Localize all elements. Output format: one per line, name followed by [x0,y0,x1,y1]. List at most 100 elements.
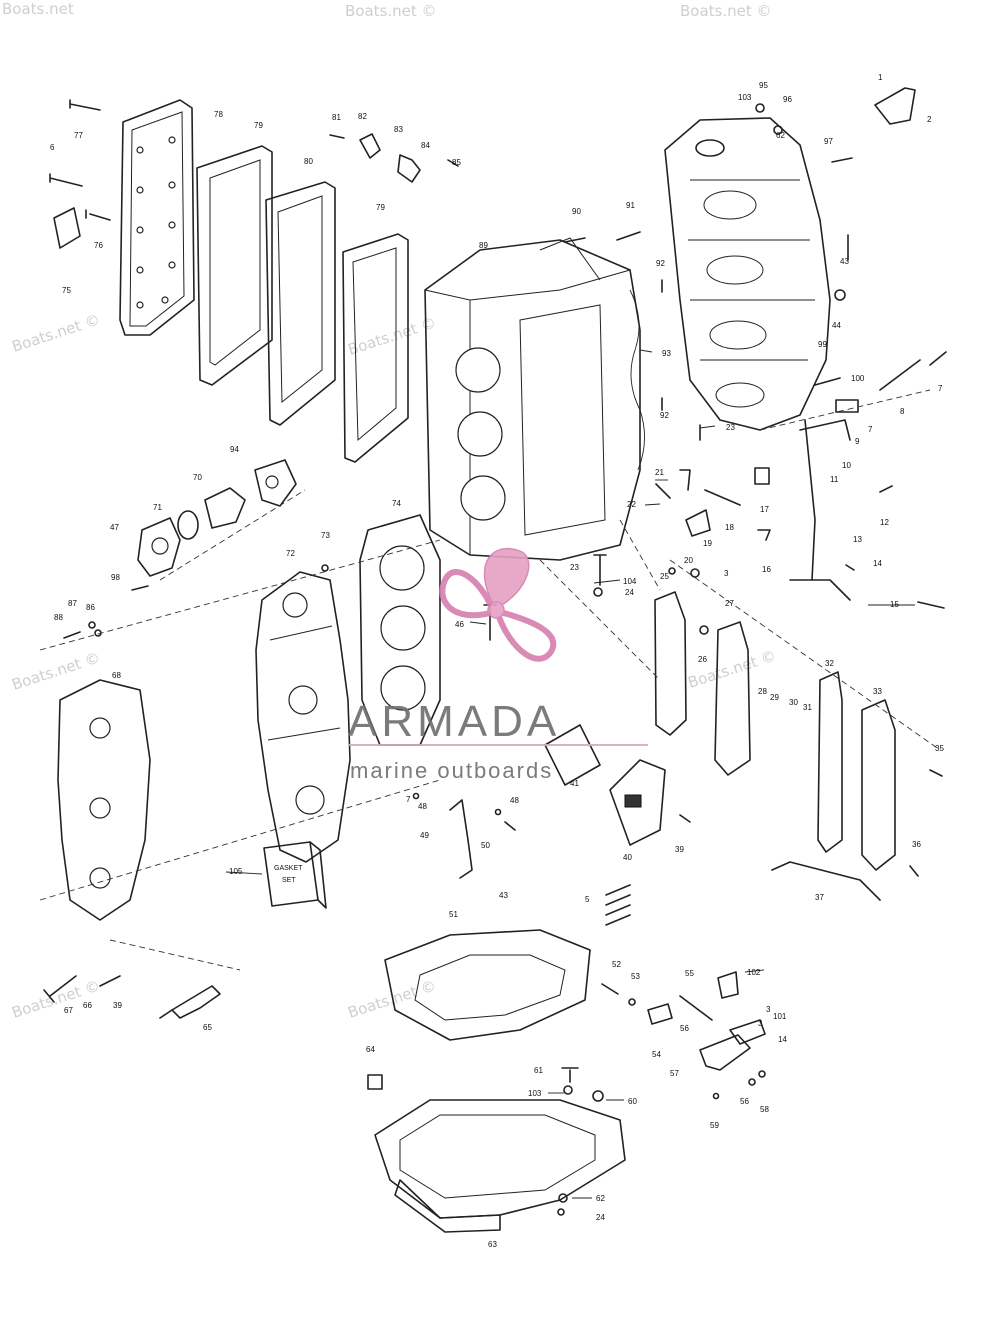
callout-number: 13 [853,535,862,544]
watermark-layer: Boats.net Boats.net © Boats.net © Boats.… [2,0,778,1022]
callout-number: 57 [670,1069,679,1078]
callout-number: 35 [935,744,944,753]
callout-number: 39 [113,1001,122,1010]
callout-number: 53 [631,972,640,981]
callout-number: 56 [740,1097,749,1106]
callout-number: 71 [153,503,162,512]
block-cable [629,289,645,471]
callout-number: 77 [74,131,83,140]
watermark: Boats.net © [680,2,772,20]
callout-number: 81 [332,113,341,122]
callout-number: 46 [455,620,464,629]
logo-underline [348,744,648,746]
callout-number: 5 [585,895,590,904]
callout-number: 26 [698,655,707,664]
callout-number: 52 [612,960,621,969]
thermostat-assembly [131,459,297,591]
callout-number: 82 [358,112,367,121]
callout-number: 61 [534,1066,543,1075]
cover-40 [609,759,666,846]
callout-number: 18 [725,523,734,532]
callout-number: 14 [778,1035,787,1044]
callout-number: 84 [421,141,430,150]
exhaust-baffle-plate [265,181,336,426]
gasket-set-box: GASKET SET [263,841,327,909]
gasket-41 [544,724,601,786]
callout-number: 79 [254,121,263,130]
callout-number: 89 [479,241,488,250]
callout-number: 86 [86,603,95,612]
callout-number: 58 [760,1105,769,1114]
callout-number: 92 [656,259,665,268]
crankcase [664,117,831,431]
gasket-box-label: GASKET [274,865,303,872]
callout-number: 102 [747,968,761,977]
exhaust-gasket-outer [196,145,273,386]
callout-number: 19 [703,539,712,548]
callout-number: 76 [94,241,103,250]
callout-number: 10 [842,461,851,470]
bolts-top-left [49,99,345,221]
watermark: Boats.net © [686,646,779,691]
callout-number: 50 [481,841,490,850]
assembly-lines [39,389,941,971]
exhaust-cover-plate [119,99,195,336]
callout-number: 48 [418,802,427,811]
callout-number: 11 [830,475,839,484]
reed-strip-27 [714,621,751,776]
callout-number: 51 [449,910,458,919]
callout-number: 40 [623,853,632,862]
callout-number: 99 [818,340,827,349]
callout-number: 30 [789,698,798,707]
callout-number: 44 [832,321,841,330]
logo-name: ARMADA [348,697,560,746]
callout-number: 79 [376,203,385,212]
watermark: Boats.net [2,0,74,18]
bolts-bottom-left [43,975,121,1003]
callout-number: 66 [83,1001,92,1010]
callout-number: 56 [680,1024,689,1033]
callout-number: 24 [625,588,634,597]
cylinder-head [255,571,351,863]
callout-number: 105 [229,867,243,876]
watermark: Boats.net © [10,976,103,1021]
callout-number: 101 [773,1012,787,1021]
exhaust-gasket-inner [342,233,409,463]
callout-number: 74 [392,499,401,508]
watermark: Boats.net © [346,313,439,358]
watermark: Boats.net © [346,976,439,1021]
callout-number: 93 [662,349,671,358]
callout-number: 100 [851,374,865,383]
callout-number: 3 [766,1005,771,1014]
callout-number: 63 [488,1240,497,1249]
small-fasteners [63,103,947,1216]
callout-number: 65 [203,1023,212,1032]
hose-37 [771,861,881,901]
callout-number: 3 [758,1019,763,1028]
transfer-cover-33 [861,699,896,871]
watermark: Boats.net © [10,648,103,693]
callout-number: 14 [873,559,882,568]
callout-number: 31 [803,703,812,712]
callout-number: 12 [880,518,889,527]
callout-number: 80 [304,157,313,166]
callout-number: 85 [452,158,461,167]
callout-number: 87 [68,599,77,608]
callout-layer: 1 2 3 3 3 5 6 7 7 7 8 9 10 11 12 13 14 1… [50,73,944,1249]
callout-number: 96 [783,95,792,104]
callout-number: 6 [50,143,55,152]
callout-number: 16 [762,565,771,574]
head-gasket [359,514,441,746]
arm-49 [449,799,473,879]
callout-number: 1 [878,73,883,82]
callout-number: 3 [724,569,729,578]
callout-number: 73 [321,531,330,540]
callout-number: 7 [868,425,873,434]
callout-number: 39 [675,845,684,854]
callout-number: 54 [652,1050,661,1059]
throttle-linkage [754,359,921,601]
callout-number: 43 [840,257,849,266]
callout-number: 28 [758,687,767,696]
